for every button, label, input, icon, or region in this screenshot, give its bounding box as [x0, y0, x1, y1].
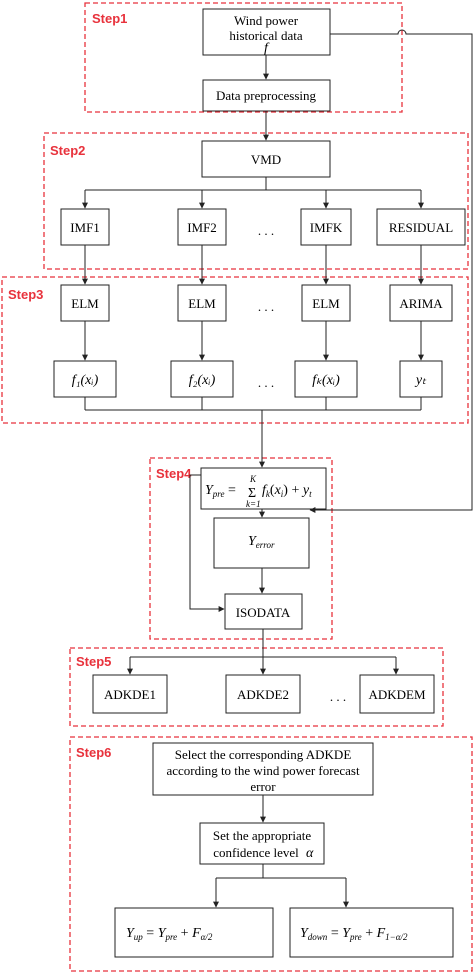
imf2-box — [177, 208, 227, 246]
step3-label: Step3 — [8, 287, 43, 302]
arrow-ypre-bypass-to-isodata — [189, 474, 225, 612]
step2-label: Step2 — [50, 143, 85, 158]
confidence-box — [199, 822, 325, 865]
select-line1: Select the corresponding ADKDE — [175, 747, 352, 762]
yt-formula: yₜ — [414, 373, 427, 388]
wind-data-line1: Wind power — [234, 13, 299, 28]
imf2-label: IMF2 — [187, 220, 217, 235]
yup-formula: Yup = Ypre + Fα/2 — [126, 926, 213, 942]
imfk-box — [300, 208, 352, 246]
adkde2-label: ADKDE2 — [237, 687, 289, 702]
wind-data-line2: historical data — [229, 28, 303, 43]
f1-box — [53, 360, 117, 398]
select-line3: error — [250, 779, 276, 794]
confidence-line1: Set the appropriate — [213, 828, 311, 843]
arima-box — [389, 284, 453, 322]
wind-data-box — [202, 8, 331, 56]
svg-text:Σ: Σ — [248, 486, 256, 501]
fk-formula: fₖ(xᵢ) — [312, 373, 340, 388]
yup-box — [114, 907, 274, 958]
svg-text:Ypre =: Ypre = — [205, 483, 236, 499]
select-adkde-box — [152, 742, 374, 796]
step2-frame — [43, 132, 469, 270]
svg-text:K: K — [249, 474, 257, 484]
step1-frame — [84, 2, 403, 113]
yerror-box — [213, 517, 310, 569]
adkde1-box — [92, 674, 168, 714]
f-ellipsis: . . . — [258, 375, 274, 390]
ypre-formula: Ypre = Σ K k=1 fk(xi) + yt — [205, 474, 312, 509]
residual-label: RESIDUAL — [389, 220, 453, 235]
confidence-alpha: α — [306, 846, 314, 861]
imfk-label: IMFK — [310, 220, 343, 235]
ydown-box — [289, 907, 454, 958]
imf1-box — [60, 208, 110, 246]
isodata-box — [224, 593, 303, 630]
elm-ellipsis: . . . — [258, 299, 274, 314]
elm2-box — [177, 284, 227, 322]
arima-label: ARIMA — [399, 296, 443, 311]
vmd-label: VMD — [251, 152, 281, 167]
vmd-box — [201, 140, 331, 178]
adkde-ellipsis: . . . — [330, 689, 346, 704]
step4-label: Step4 — [156, 466, 192, 481]
wind-data-symbol: f — [264, 41, 270, 56]
elm1-label: ELM — [71, 296, 99, 311]
step5-label: Step5 — [76, 654, 111, 669]
yt-box — [399, 360, 443, 398]
f2-formula: f₂(xᵢ) — [189, 373, 216, 388]
adkdem-box — [359, 674, 435, 714]
step1-label: Step1 — [92, 11, 127, 26]
elm1-box — [60, 284, 110, 322]
ypre-box — [200, 467, 327, 510]
f1-formula: f₁(xᵢ) — [72, 373, 99, 388]
select-line2: according to the wind power forecast — [166, 763, 360, 778]
adkde2-box — [225, 674, 301, 714]
isodata-label: ISODATA — [236, 605, 291, 620]
f2-box — [170, 360, 234, 398]
step5-frame — [69, 647, 444, 727]
svg-text:k=1: k=1 — [246, 499, 261, 509]
imf-ellipsis: . . . — [258, 223, 274, 238]
preprocessing-label: Data preprocessing — [216, 88, 316, 103]
svg-text:fk(xi) + yt: fk(xi) + yt — [262, 483, 312, 499]
elmk-label: ELM — [312, 296, 340, 311]
imf1-label: IMF1 — [70, 220, 100, 235]
step6-label: Step6 — [76, 745, 111, 760]
step6-frame — [69, 736, 473, 972]
adkdem-label: ADKDEM — [368, 687, 425, 702]
ydown-formula: Ydown = Ypre + F1−α/2 — [300, 926, 408, 942]
elm2-label: ELM — [188, 296, 216, 311]
adkde1-label: ADKDE1 — [104, 687, 156, 702]
step3-frame — [1, 276, 469, 424]
elmk-box — [301, 284, 351, 322]
step4-frame — [149, 457, 333, 640]
confidence-line2: confidence level — [213, 845, 299, 860]
arrow-historical-feedback — [309, 29, 473, 513]
yerror-formula: Yerror — [248, 534, 275, 550]
preprocessing-box — [202, 79, 331, 112]
